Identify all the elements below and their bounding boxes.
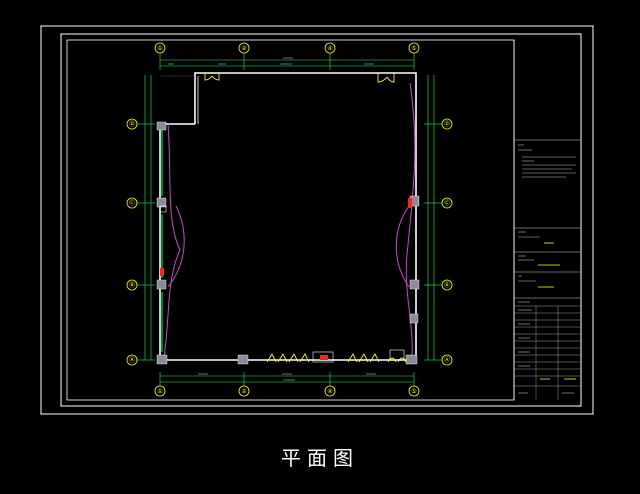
- axis-label-left: Ⓐ: [129, 356, 135, 364]
- columns: [156, 121, 420, 365]
- axis-label-left: Ⓑ: [129, 281, 135, 289]
- axis-label-left: Ⓒ: [129, 199, 135, 207]
- axis-label-right: Ⓐ: [444, 356, 450, 364]
- axis-label-bottom: ④: [327, 388, 332, 395]
- axis-label-top: ①: [157, 45, 162, 52]
- dimension-text: [168, 57, 376, 381]
- axis-labels: ① ② ④ ⑤ ① ② ④ ⑤ Ⓓ Ⓒ Ⓑ Ⓐ Ⓓ Ⓒ Ⓑ Ⓐ: [129, 45, 450, 395]
- fixtures: [159, 205, 405, 363]
- hydrants: [160, 198, 412, 360]
- title-block: [513, 40, 581, 400]
- axis-label-bottom: ①: [157, 388, 162, 395]
- dimension-lines: [137, 53, 442, 386]
- axis-bubbles: [126, 42, 453, 397]
- outer-frame: [40, 25, 594, 415]
- axis-label-top: ⑤: [411, 45, 416, 52]
- drawing-border: [66, 39, 515, 401]
- axis-label-left: Ⓓ: [129, 120, 135, 128]
- inner-frame: [60, 33, 582, 407]
- axis-label-top: ②: [241, 45, 247, 52]
- building-walls: [159, 72, 417, 361]
- axis-label-bottom: ②: [241, 388, 247, 395]
- doors: [204, 73, 407, 363]
- axis-label-bottom: ⑤: [411, 388, 416, 395]
- axis-label-right: Ⓓ: [444, 120, 450, 128]
- curtain-walls: [163, 82, 416, 358]
- axis-label-right: Ⓑ: [444, 281, 450, 289]
- axis-label-right: Ⓒ: [444, 199, 450, 207]
- axis-label-top: ④: [327, 45, 332, 52]
- drawing-caption: 平面图: [281, 446, 359, 470]
